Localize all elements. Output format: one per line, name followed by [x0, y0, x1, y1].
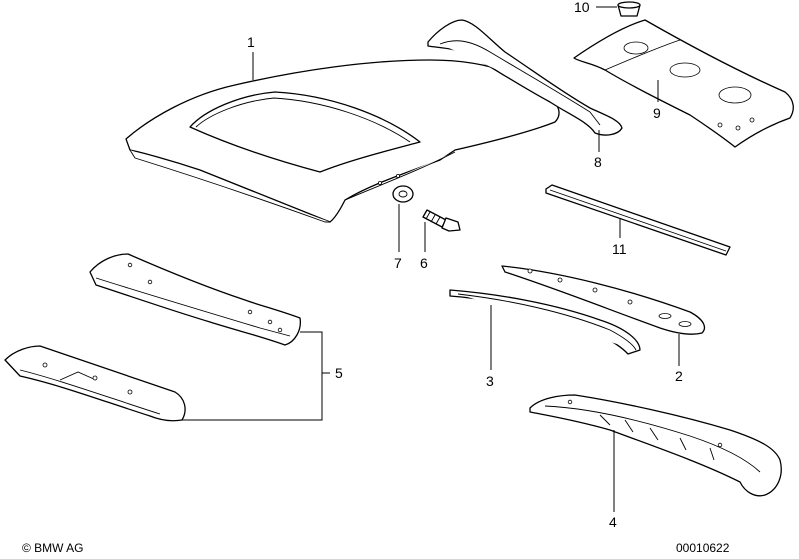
- part-rear-parcel-shelf[interactable]: [573, 19, 794, 148]
- callout-2: 2: [675, 368, 683, 384]
- part-roof-frame-side[interactable]: [427, 19, 623, 136]
- part-front-header-lower[interactable]: [4, 345, 186, 422]
- callout-4: 4: [609, 514, 617, 530]
- callout-11: 11: [612, 241, 627, 257]
- callout-labels: 1 2 3 4 5 6 7 8 9 10 11: [247, 0, 683, 530]
- part-roof-panel[interactable]: [125, 59, 560, 223]
- callout-3: 3: [486, 373, 494, 389]
- callout-7: 7: [394, 255, 402, 271]
- leader-5-bracket: [182, 331, 330, 421]
- callout-8: 8: [594, 154, 602, 170]
- callout-5: 5: [335, 365, 343, 381]
- copyright-text: © BMW AG: [22, 541, 84, 555]
- leader-lines: [182, 6, 680, 512]
- callout-9: 9: [653, 105, 661, 121]
- part-roof-strip[interactable]: [545, 184, 731, 256]
- part-roof-crossmember[interactable]: [449, 289, 641, 355]
- callout-10: 10: [574, 0, 590, 15]
- part-rear-roof-frame[interactable]: [529, 394, 782, 497]
- part-roof-bow[interactable]: [501, 265, 706, 335]
- part-plug[interactable]: [617, 1, 641, 17]
- diagram-id: 00010622: [676, 541, 730, 555]
- part-bolt[interactable]: [422, 209, 461, 232]
- callout-6: 6: [420, 255, 428, 271]
- part-front-header-upper[interactable]: [89, 253, 301, 346]
- part-washer[interactable]: [392, 185, 414, 203]
- callout-1: 1: [247, 34, 255, 50]
